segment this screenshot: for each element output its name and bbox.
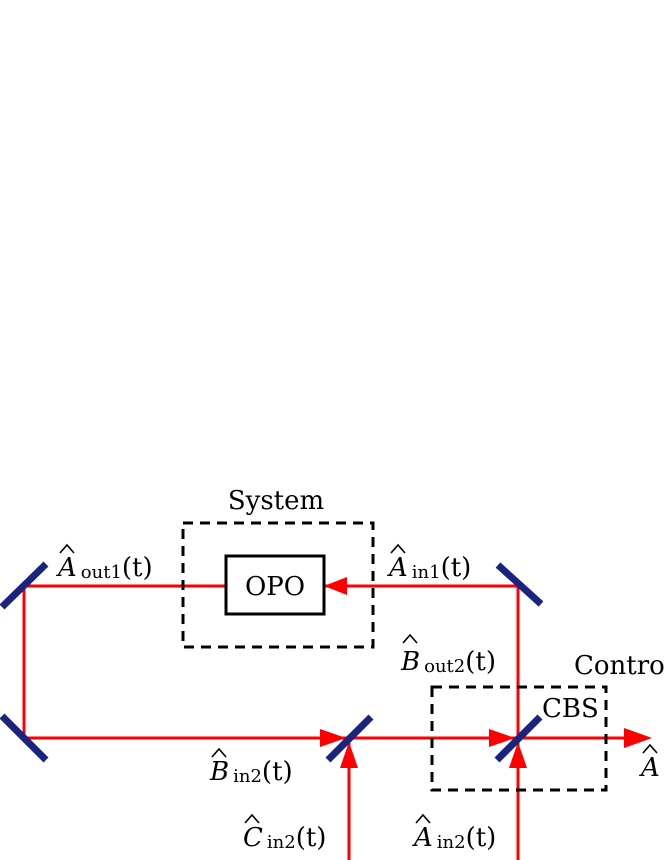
mirror-bottom-left: [0, 713, 49, 763]
opo-label: OPO: [245, 572, 305, 602]
arrow-to-first-splitter-icon: [320, 729, 346, 747]
mirror-top-left: [0, 561, 49, 610]
mirror-top-right: [495, 562, 544, 607]
signal-base: A: [639, 753, 660, 783]
signal-sub: in2: [437, 832, 466, 853]
signal-sub: in2: [267, 832, 296, 853]
signal-sub: in2: [233, 766, 262, 787]
system-dashed-box: [181, 521, 375, 649]
arrow-to-cbs-icon: [489, 729, 515, 747]
signal-base: B: [400, 647, 420, 677]
hat-icon: [211, 747, 227, 758]
signal-base: A: [387, 553, 408, 583]
signal-base: C: [243, 823, 263, 853]
controller-dashed-box: [430, 685, 608, 792]
signal-arg: (t): [262, 757, 293, 787]
hat-icon: [415, 813, 431, 824]
signal-base: A: [56, 553, 77, 583]
label-a-out-partial: A: [639, 743, 660, 783]
arrow-c-in-icon: [340, 742, 358, 768]
hat-icon: [244, 813, 260, 824]
controller-label: Controller: [574, 651, 664, 681]
arrow-output-icon: [624, 728, 652, 748]
hat-icon: [59, 543, 75, 554]
system-label: System: [228, 486, 324, 516]
signal-arg: (t): [122, 553, 153, 583]
hat-icon: [402, 633, 418, 644]
signal-arg: (t): [441, 553, 472, 583]
signal-base: A: [412, 823, 433, 853]
signal-sub: in1: [412, 562, 441, 583]
beam-splitter-left: [325, 714, 374, 763]
hat-icon: [390, 543, 406, 554]
opo-box: [224, 554, 326, 616]
hat-icon: [642, 743, 658, 754]
cbs-label: CBS: [542, 694, 599, 724]
signal-arg: (t): [465, 647, 496, 677]
arrow-into-opo-icon: [324, 577, 347, 595]
signal-sub: out1: [81, 562, 122, 583]
svg-text:A: A: [639, 753, 660, 783]
signal-arg: (t): [466, 823, 497, 853]
signal-sub: out2: [424, 656, 465, 677]
beam-arrowheads: [320, 577, 652, 768]
beam-splitter-cbs: [494, 714, 543, 763]
signal-base: B: [209, 757, 229, 787]
arrow-a-in2-icon: [509, 742, 527, 768]
mirrors: [0, 561, 544, 763]
signal-arg: (t): [296, 823, 327, 853]
